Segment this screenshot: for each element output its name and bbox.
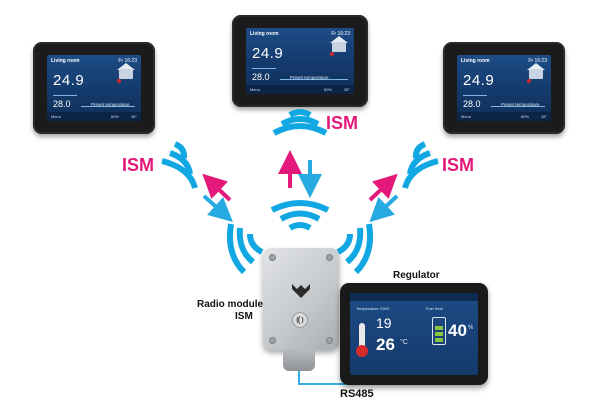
outdoor-temp: 28° — [540, 114, 547, 119]
wireless-waves-left-thermostat — [161, 141, 198, 189]
heat-icon — [330, 52, 334, 56]
house-icon-body — [529, 69, 543, 79]
temp-unit: °C — [400, 339, 408, 346]
status-footer: Menu 60% 28° — [246, 85, 354, 94]
humidity-value: 60% — [520, 114, 529, 119]
thermometer-icon — [359, 323, 365, 349]
clock: Fr 16:23 — [528, 58, 547, 64]
arrow-down-left — [369, 194, 399, 223]
menu-label: Menu — [250, 87, 261, 92]
humidity-value: 60% — [323, 87, 332, 92]
room-thermostat-center: Living room Fr 16:23 24.9 28.0 Preset te… — [232, 15, 368, 107]
temperature-label: Temperature CH/D — [356, 306, 390, 311]
house-icon-body — [119, 69, 133, 79]
menu-label: Menu — [51, 114, 62, 119]
regulator-current-temp: 26 — [376, 335, 395, 354]
ism-label-right: ISM — [442, 155, 475, 175]
fuel-level-icon — [432, 317, 446, 345]
wireless-waves-radio-left — [226, 223, 264, 275]
preset-label: Preset temperature — [91, 102, 130, 107]
cable-gland — [283, 349, 315, 371]
regulator-controller: Temperature CH/D Fuel level 19 26 °C 40 … — [340, 283, 488, 385]
heat-icon — [117, 79, 121, 83]
room-title: Living room — [461, 58, 490, 64]
arrow-down-right — [202, 194, 233, 223]
thermostat-screen: Living room Fr 16:23 24.9 28.0 Preset te… — [457, 55, 551, 121]
menu-label: Menu — [461, 114, 472, 119]
ism-label-center: ISM — [326, 113, 359, 133]
room-title: Living room — [250, 31, 279, 37]
regulator-set-temp: 19 — [376, 315, 392, 331]
house-icon-body — [332, 42, 346, 52]
set-temperature: 28.0 — [463, 99, 481, 109]
clock: Fr 16:23 — [331, 31, 350, 37]
ism-label-left: ISM — [122, 155, 155, 175]
house-icon — [527, 63, 545, 70]
set-temperature: 28.0 — [53, 99, 71, 109]
status-footer: Menu 60% 28° — [47, 112, 141, 121]
heat-icon — [527, 79, 531, 83]
arrow-up-left — [202, 173, 232, 202]
room-title: Living room — [51, 58, 80, 64]
outdoor-temp: 28° — [343, 87, 350, 92]
radio-module — [263, 248, 339, 350]
arrow-up-right — [368, 173, 398, 202]
house-icon — [117, 63, 135, 70]
regulator-screen: Temperature CH/D Fuel level 19 26 °C 40 … — [350, 293, 478, 375]
house-icon — [330, 36, 348, 43]
wireless-waves-radio-right — [336, 223, 374, 275]
thermostat-screen: Living room Fr 16:23 24.9 28.0 Preset te… — [47, 55, 141, 121]
thermostat-screen: Living room Fr 16:23 24.9 28.0 Preset te… — [246, 28, 354, 94]
fuel-unit: % — [468, 325, 474, 331]
wireless-waves-radio-top — [270, 200, 330, 231]
fuel-label: Fuel level — [426, 306, 444, 311]
room-thermostat-left: Living room Fr 16:23 24.9 28.0 Preset te… — [33, 42, 155, 134]
preset-label: Preset temperature — [290, 75, 329, 80]
clock: Fr 16:23 — [118, 58, 137, 64]
preset-label: Preset temperature — [501, 102, 540, 107]
current-temperature: 24.9 — [53, 72, 85, 89]
outdoor-temp: 28° — [130, 114, 137, 119]
radio-module-label-ism: ISM — [235, 311, 253, 322]
regulator-label: Regulator — [393, 270, 440, 281]
current-temperature: 24.9 — [463, 72, 495, 89]
fuel-level-value: 40 — [448, 321, 467, 340]
wireless-waves-right-thermostat — [402, 141, 439, 189]
set-temperature: 28.0 — [252, 72, 270, 82]
wireless-waves-center-thermostat — [272, 109, 328, 136]
room-thermostat-right: Living room Fr 16:23 24.9 28.0 Preset te… — [443, 42, 565, 134]
radio-module-label: Radio module — [197, 299, 264, 310]
status-footer: Menu 60% 28° — [457, 112, 551, 121]
rs485-label: RS485 — [340, 388, 374, 400]
current-temperature: 24.9 — [252, 45, 284, 62]
nfc-icon — [292, 312, 308, 328]
humidity-value: 60% — [110, 114, 119, 119]
brand-logo-icon — [292, 284, 310, 298]
